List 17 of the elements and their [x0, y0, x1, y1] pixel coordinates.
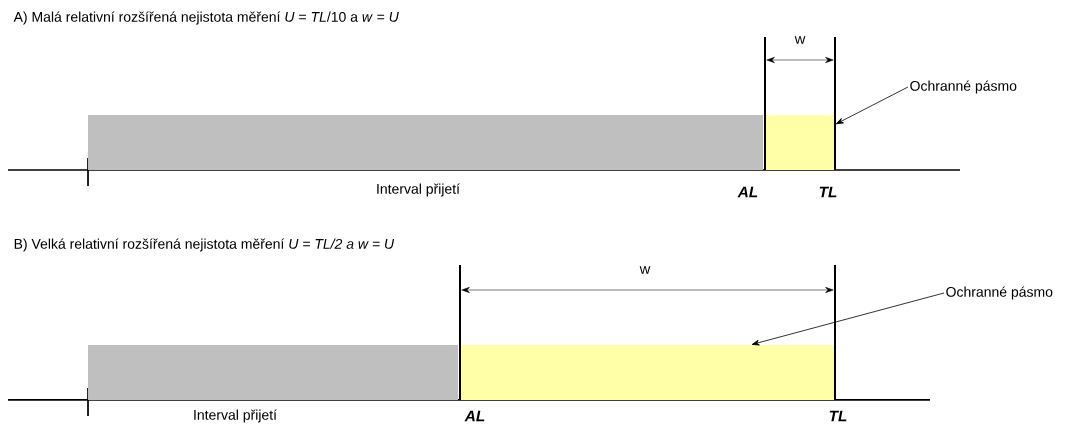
dimension-label: w — [794, 36, 806, 44]
guard-band — [460, 345, 835, 400]
callout-text: Ochranné pásmo — [946, 286, 1053, 300]
leader-line — [835, 86, 909, 125]
interval-label: Interval přijetí — [377, 183, 460, 197]
leader-line — [751, 292, 945, 346]
dimension-label: w — [639, 266, 651, 274]
guard-band — [765, 115, 835, 170]
callout-text: Ochranné pásmo — [910, 80, 1017, 94]
panel-title: A) Malá relativní rozšířená nejistota měření U = TL/10 a w = U — [13, 11, 399, 25]
panel-title: B) Velká relativní rozšířená nejistota měření U = TL/2 a w = U — [14, 238, 395, 252]
acceptance-bar — [88, 115, 763, 170]
limit-label: AL — [737, 186, 758, 198]
limit-label: TL — [819, 186, 837, 198]
acceptance-bar — [88, 345, 458, 400]
limit-label: AL — [464, 410, 485, 422]
limit-label: TL — [829, 410, 847, 422]
